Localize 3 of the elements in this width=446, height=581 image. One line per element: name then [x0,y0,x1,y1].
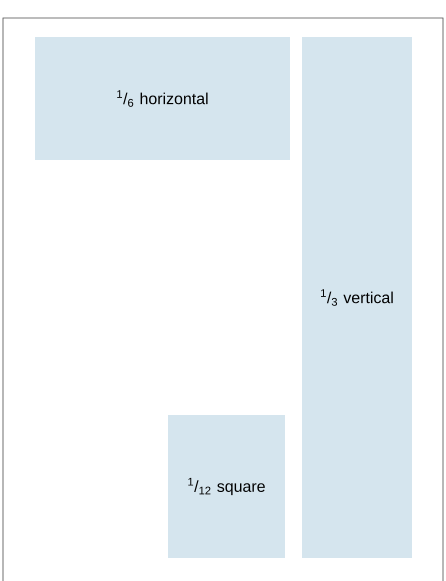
panel-box: $^{1}$/$_{12}$ square [168,415,285,558]
panel-box: $^{1}$/$_{3}$ vertical [302,37,412,558]
panel-box: $^{1}$/$_{6}$ horizontal [35,37,290,160]
